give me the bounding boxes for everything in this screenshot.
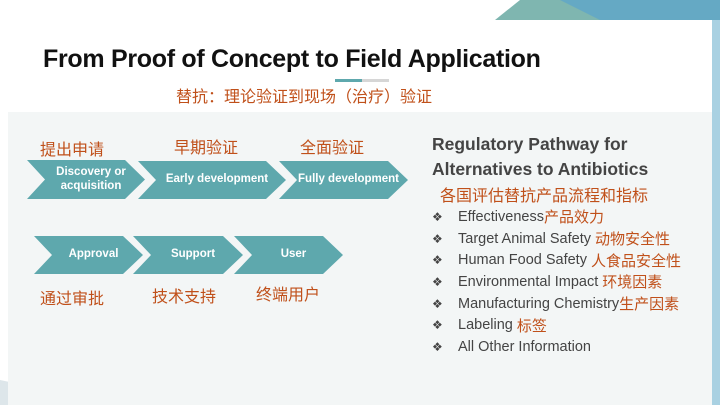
step-discovery: Discovery or acquisition	[27, 160, 145, 199]
item-en: Human Food Safety	[458, 252, 591, 269]
step-cn-label: 通过审批	[40, 289, 105, 308]
step-early-development: Early development	[138, 161, 286, 199]
list-item: ❖ Human Food Safety 人食品安全性	[432, 249, 681, 271]
item-cn: 产品效力	[543, 208, 604, 227]
title-accent-bar-gray	[362, 79, 389, 82]
step-fully-development: Fully development	[279, 161, 408, 199]
slide-title: From Proof of Concept to Field Applicati…	[43, 45, 541, 73]
diamond-cluster-icon: ❖	[432, 274, 443, 289]
step-cn-label: 技术支持	[152, 287, 217, 306]
step-approval: Approval	[34, 236, 143, 274]
regulatory-title-line: Alternatives to Antibiotics	[432, 159, 649, 179]
step-cn-label: 提出申请	[40, 140, 105, 159]
item-en: All Other Information	[458, 338, 591, 355]
title-accent-bar	[335, 79, 362, 82]
list-item: ❖ Labeling 标签	[432, 314, 681, 336]
item-cn: 动物安全性	[595, 230, 671, 249]
regulatory-title-cn: 各国评估替抗产品流程和指标	[440, 186, 649, 205]
step-cn-label: 早期验证	[174, 138, 239, 157]
diamond-cluster-icon: ❖	[432, 318, 443, 333]
step-cn-label: 全面验证	[300, 138, 365, 157]
item-en: Effectiveness	[458, 208, 544, 225]
step-user: User	[234, 236, 343, 274]
item-cn: 标签	[516, 316, 547, 335]
diamond-cluster-icon: ❖	[432, 253, 443, 268]
item-en: Labeling	[458, 317, 517, 334]
slide-subtitle: 替抗：理论验证到现场（治疗）验证	[176, 87, 433, 106]
item-cn: 人食品安全性	[591, 251, 682, 270]
regulatory-title: Regulatory Pathway for Alternatives to A…	[432, 132, 648, 182]
step-support: Support	[133, 236, 243, 274]
list-item: ❖ Target Animal Safety 动物安全性	[432, 228, 681, 250]
list-item: ❖ Environmental Impact 环境因素	[432, 271, 681, 293]
diamond-cluster-icon: ❖	[432, 209, 443, 224]
item-en: Environmental Impact	[458, 273, 603, 290]
diamond-cluster-icon: ❖	[432, 231, 443, 246]
diamond-cluster-icon: ❖	[432, 339, 443, 354]
regulatory-title-line: Regulatory Pathway for	[432, 134, 628, 154]
step-cn-label: 终端用户	[256, 285, 321, 304]
item-en: Manufacturing Chemistry	[458, 295, 620, 312]
item-cn: 生产因素	[619, 295, 680, 314]
item-en: Target Animal Safety	[458, 230, 596, 247]
list-item: ❖ All Other Information	[432, 336, 681, 358]
diamond-cluster-icon: ❖	[432, 296, 443, 311]
item-cn: 环境因素	[602, 273, 663, 292]
